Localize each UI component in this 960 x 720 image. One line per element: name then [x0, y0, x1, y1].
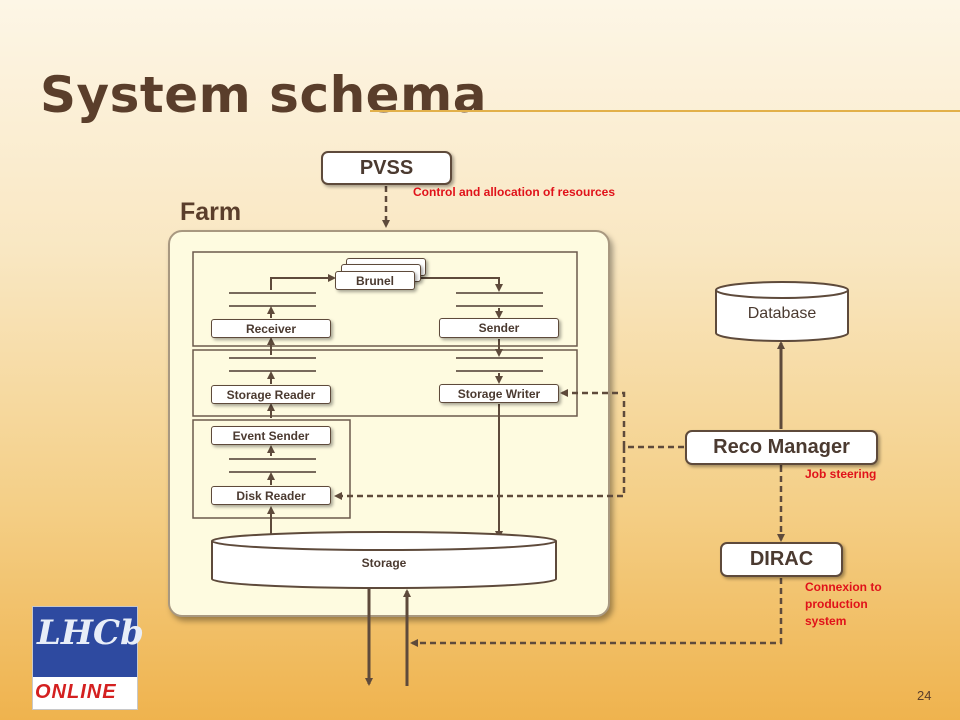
group-frame-processing — [192, 251, 578, 347]
dirac-box: DIRAC — [720, 542, 843, 577]
control-annotation: Control and allocation of resources — [413, 185, 616, 199]
dirac-to-production — [410, 578, 783, 647]
database-label: Database — [747, 305, 817, 322]
connexion-annotation: Connexion to production system — [805, 579, 882, 630]
connexion-line-2: production — [805, 597, 868, 611]
sender-box: Sender — [439, 318, 559, 338]
logo-lhcb-text: LHCb — [37, 613, 144, 653]
arrow-from-brunel — [414, 277, 503, 292]
receiver-box: Receiver — [211, 319, 331, 338]
logo-online-text: ONLINE — [35, 681, 117, 703]
storage-reader-box: Storage Reader — [211, 385, 331, 404]
pvss-box: PVSS — [321, 151, 452, 185]
farm-label: Farm — [180, 198, 242, 226]
lhcb-online-logo: LHCb ONLINE — [32, 606, 144, 710]
storage-label: Storage — [361, 556, 407, 570]
reco-to-disk-reader — [334, 447, 626, 500]
reco-manager-box: Reco Manager — [685, 430, 878, 465]
connexion-line-1: Connexion to — [805, 580, 882, 594]
title-underline — [370, 110, 960, 112]
storage-cylinder — [211, 531, 557, 589]
arrow-to-brunel — [270, 274, 336, 290]
page-number: 24 — [917, 688, 932, 703]
connexion-line-3: system — [805, 614, 847, 628]
database-cylinder — [715, 281, 849, 342]
job-steering-annotation: Job steering — [805, 467, 877, 481]
storage-writer-box: Storage Writer — [439, 384, 559, 403]
slide-title: System schema — [40, 66, 487, 124]
disk-reader-box: Disk Reader — [211, 486, 331, 505]
logo-banner — [33, 607, 137, 677]
group-frame-storage-io — [192, 349, 578, 417]
buffer-lines-right — [456, 292, 543, 372]
event-sender-box: Event Sender — [211, 426, 331, 445]
brunel-box: Brunel — [335, 271, 415, 290]
reco-to-storage-writer — [560, 389, 684, 449]
